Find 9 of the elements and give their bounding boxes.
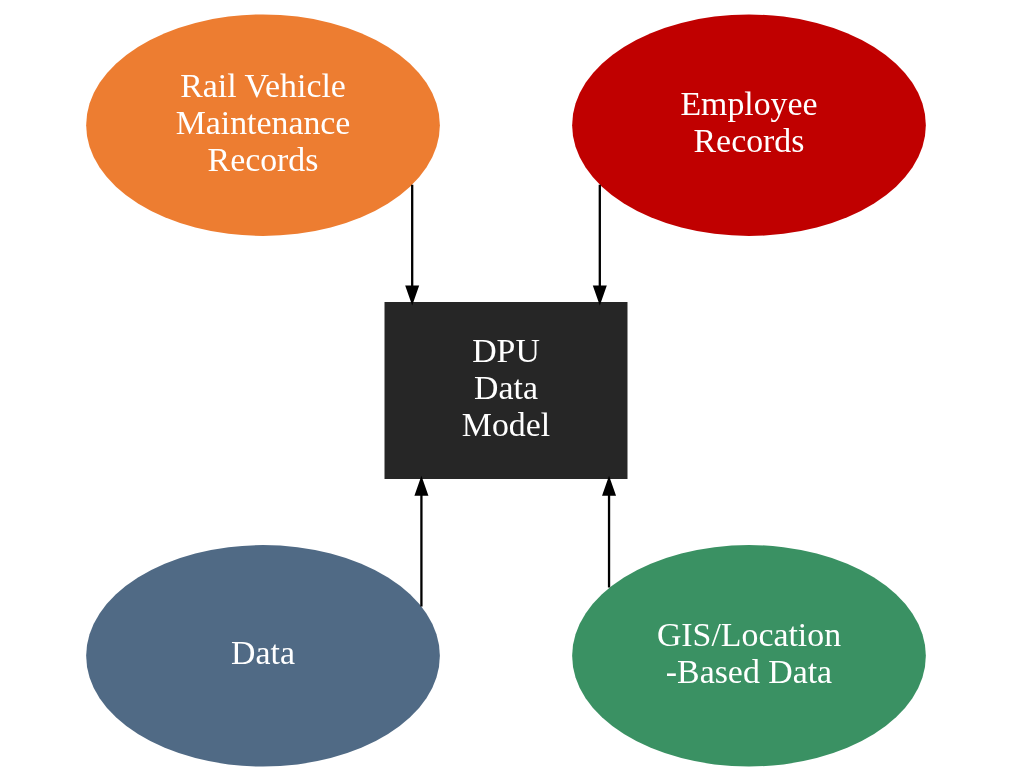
arrow [602, 475, 617, 588]
arrow [405, 184, 420, 306]
arrow [414, 475, 429, 607]
node-ellipse: Rail Vehicle Maintenance Records [86, 14, 440, 236]
arrow [592, 184, 607, 306]
node-ellipse: GIS/Location -Based Data [572, 545, 926, 767]
node-ellipse: Employee Records [572, 14, 926, 236]
node-box: DPU Data Model [384, 302, 628, 479]
node-ellipse: Data [86, 545, 440, 767]
